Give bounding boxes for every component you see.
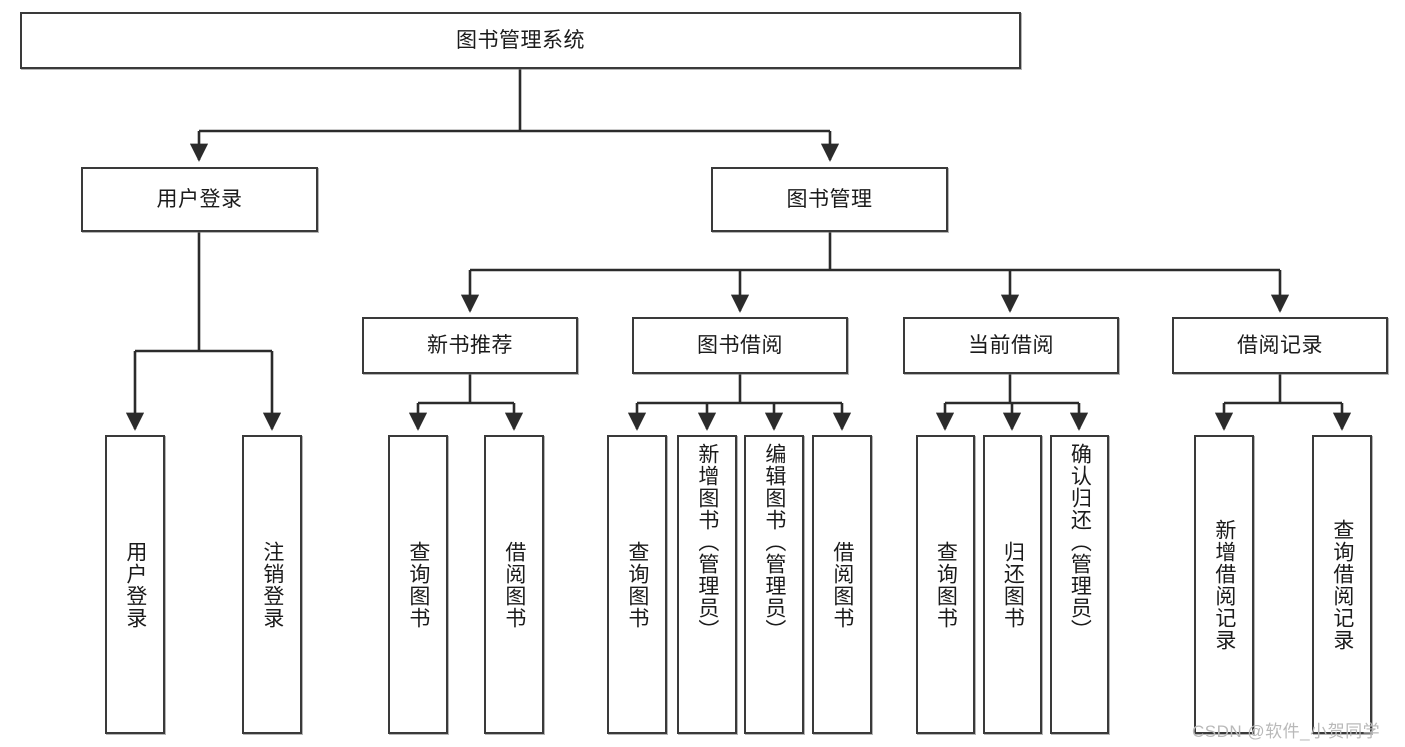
node-new-book-recommend-label: 新书推荐 (427, 333, 513, 357)
node-book-management[interactable]: 图书管理 (711, 167, 948, 232)
node-new-book-recommend[interactable]: 新书推荐 (362, 317, 578, 374)
node-book-borrow-label: 图书借阅 (697, 333, 783, 357)
node-leaf-confirm-return-admin-label: 确认归还（管理员） (1068, 443, 1092, 641)
node-leaf-borrow-book-1-label: 借阅图书 (502, 540, 526, 629)
node-leaf-add-book-admin-label: 新增图书（管理员） (695, 443, 719, 641)
node-leaf-query-borrow-record[interactable]: 查询借阅记录 (1312, 435, 1372, 734)
node-root[interactable]: 图书管理系统 (20, 12, 1021, 69)
node-user-login-label: 用户登录 (156, 187, 243, 211)
node-leaf-borrow-book-2-label: 借阅图书 (830, 540, 854, 629)
node-leaf-logout[interactable]: 注销登录 (242, 435, 302, 734)
node-leaf-user-login[interactable]: 用户登录 (105, 435, 165, 734)
node-leaf-return-book-label: 归还图书 (1001, 540, 1025, 629)
node-borrow-record-label: 借阅记录 (1237, 333, 1323, 357)
csdn-watermark: CSDN @软件_小贺同学 (1192, 722, 1381, 741)
node-leaf-return-book[interactable]: 归还图书 (983, 435, 1042, 734)
node-current-borrow[interactable]: 当前借阅 (903, 317, 1119, 374)
node-leaf-query-book-1[interactable]: 查询图书 (388, 435, 448, 734)
node-leaf-confirm-return-admin[interactable]: 确认归还（管理员） (1050, 435, 1109, 734)
node-leaf-borrow-book-1[interactable]: 借阅图书 (484, 435, 544, 734)
node-leaf-logout-label: 注销登录 (260, 540, 284, 629)
node-leaf-query-book-1-label: 查询图书 (406, 540, 430, 629)
node-root-label: 图书管理系统 (456, 28, 585, 52)
node-leaf-query-borrow-record-label: 查询借阅记录 (1330, 518, 1354, 651)
node-leaf-query-book-3[interactable]: 查询图书 (916, 435, 975, 734)
node-user-login[interactable]: 用户登录 (81, 167, 318, 232)
node-leaf-add-borrow-record[interactable]: 新增借阅记录 (1194, 435, 1254, 734)
node-leaf-borrow-book-2[interactable]: 借阅图书 (812, 435, 872, 734)
node-leaf-add-borrow-record-label: 新增借阅记录 (1212, 518, 1236, 651)
node-leaf-edit-book-admin[interactable]: 编辑图书（管理员） (744, 435, 804, 734)
node-borrow-record[interactable]: 借阅记录 (1172, 317, 1388, 374)
node-leaf-edit-book-admin-label: 编辑图书（管理员） (762, 443, 786, 641)
node-leaf-query-book-3-label: 查询图书 (934, 540, 958, 629)
node-book-borrow[interactable]: 图书借阅 (632, 317, 848, 374)
node-leaf-query-book-2[interactable]: 查询图书 (607, 435, 667, 734)
node-book-management-label: 图书管理 (786, 187, 873, 211)
node-leaf-user-login-label: 用户登录 (123, 540, 147, 629)
node-leaf-query-book-2-label: 查询图书 (625, 540, 649, 629)
node-current-borrow-label: 当前借阅 (968, 333, 1054, 357)
node-leaf-add-book-admin[interactable]: 新增图书（管理员） (677, 435, 737, 734)
